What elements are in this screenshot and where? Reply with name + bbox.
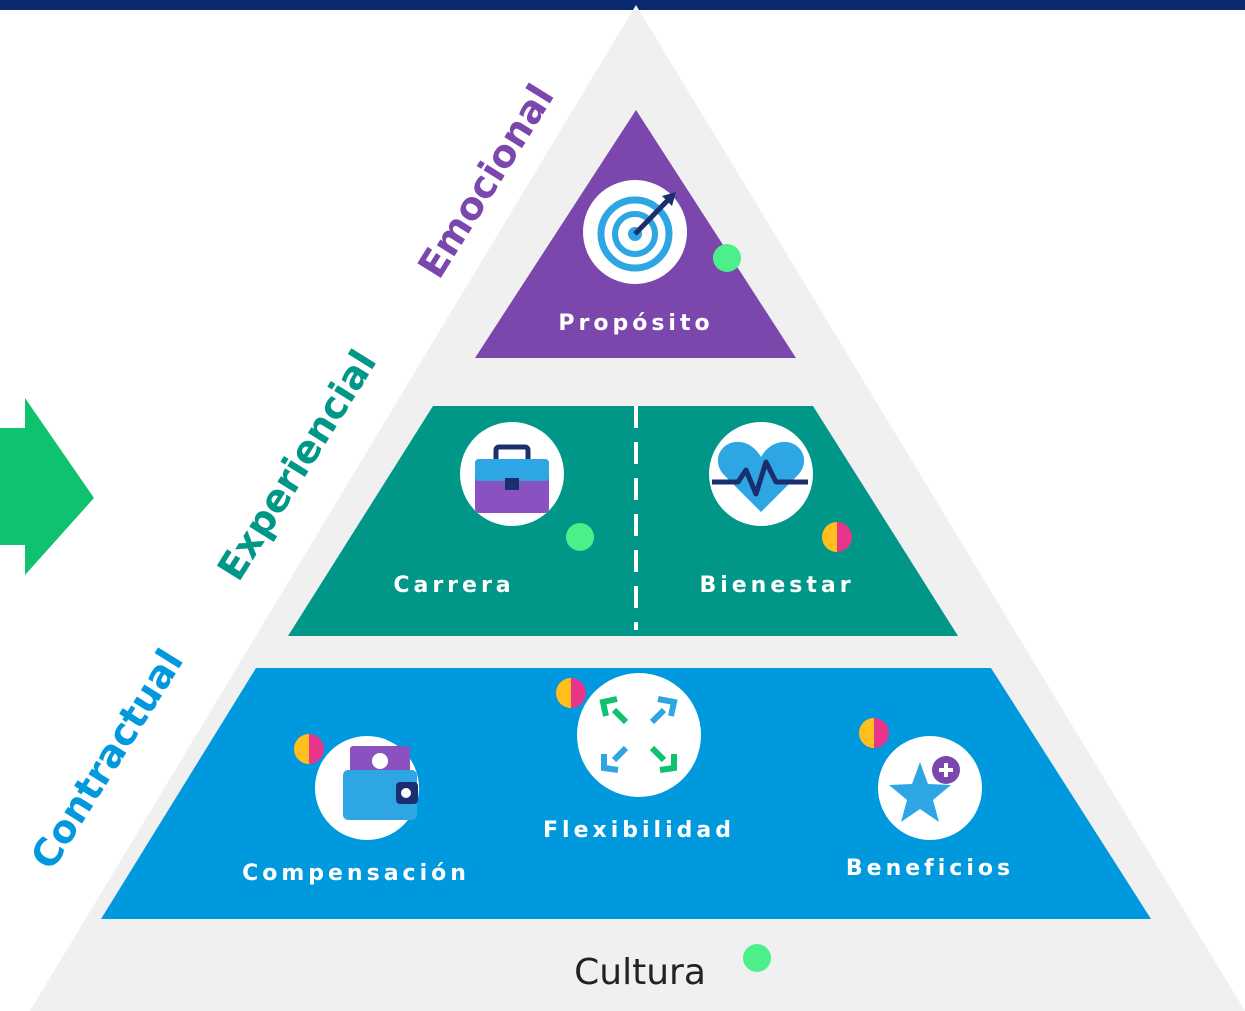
briefcase-icon — [460, 422, 564, 526]
heartbeat-icon — [709, 422, 813, 526]
status-dot-flexibilidad — [556, 678, 586, 708]
section-label-bienestar: Bienestar — [699, 573, 854, 598]
section-label-beneficios: Beneficios — [846, 856, 1014, 881]
section-label-compensacion: Compensación — [242, 861, 470, 886]
section-label-proposito: Propósito — [558, 311, 713, 336]
target-icon — [583, 180, 687, 284]
wallet-icon — [315, 736, 419, 840]
section-label-carrera: Carrera — [393, 573, 514, 598]
status-dot-bienestar — [822, 522, 852, 552]
status-dot-beneficios — [859, 718, 889, 748]
status-dot-compensacion — [294, 734, 324, 764]
base-label-cultura: Cultura — [574, 952, 706, 993]
status-dot-proposito — [713, 244, 741, 272]
status-dot-cultura — [743, 944, 771, 972]
arrows-icon — [577, 673, 701, 797]
header-bar — [0, 0, 1245, 10]
arrow-icon — [0, 398, 94, 575]
status-dot-carrera — [566, 523, 594, 551]
section-label-flexibilidad: Flexibilidad — [543, 818, 735, 843]
star-plus-icon — [878, 736, 982, 840]
